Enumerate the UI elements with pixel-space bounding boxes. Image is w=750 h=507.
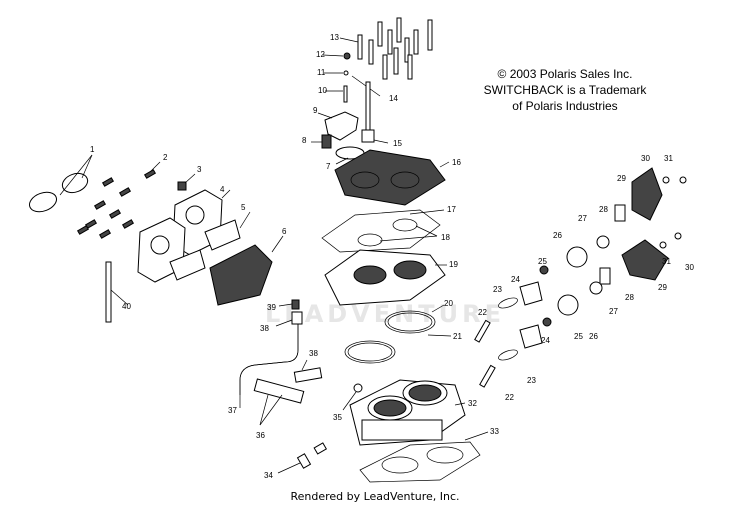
callout-22: 22 — [505, 393, 514, 402]
hose-clamps — [28, 154, 93, 213]
callout-28: 28 — [599, 205, 608, 214]
callout-33: 33 — [490, 427, 499, 436]
small-fasteners — [322, 52, 381, 103]
callout-25: 25 — [538, 257, 547, 266]
callout-2: 2 — [163, 153, 168, 162]
copyright-line-2: SWITCHBACK is a Trademark — [483, 83, 647, 97]
callout-4: 4 — [220, 185, 225, 194]
intake-bolts — [76, 161, 161, 239]
callout-11: 11 — [317, 68, 326, 77]
cylinder-o-rings — [344, 304, 452, 364]
exhaust-valve-assembly — [474, 167, 687, 388]
watermark: LEADVENTURE — [265, 300, 505, 328]
head-bolts — [339, 17, 433, 80]
callout-34: 34 — [264, 471, 273, 480]
copyright-line-3: of Polaris Industries — [512, 99, 618, 113]
callout-32: 32 — [468, 399, 477, 408]
callout-16: 16 — [452, 158, 461, 167]
callout-21: 21 — [453, 332, 462, 341]
callout-38: 38 — [309, 349, 318, 358]
callout-22: 22 — [478, 308, 487, 317]
callout-30: 30 — [641, 154, 650, 163]
support-rod — [105, 261, 129, 323]
callout-29: 29 — [658, 283, 667, 292]
coolant-hoses — [239, 299, 363, 426]
callout-29: 29 — [617, 174, 626, 183]
callout-19: 19 — [449, 260, 458, 269]
callout-31: 31 — [664, 154, 673, 163]
callout-39: 39 — [267, 303, 276, 312]
callout-13: 13 — [330, 33, 339, 42]
cylinder-head-cover — [334, 149, 450, 206]
callout-1: 1 — [90, 145, 95, 154]
callout-3: 3 — [197, 165, 202, 174]
callout-9: 9 — [313, 106, 318, 115]
callout-25: 25 — [574, 332, 583, 341]
callout-20: 20 — [444, 299, 453, 308]
callout-35: 35 — [333, 413, 342, 422]
callout-6: 6 — [282, 227, 287, 236]
callout-24: 24 — [541, 336, 550, 345]
temp-sensor-and-fittings — [311, 81, 389, 165]
cylinder-block — [349, 379, 466, 446]
callout-15: 15 — [393, 139, 402, 148]
callout-23: 23 — [527, 376, 536, 385]
head-gaskets — [321, 209, 445, 253]
callout-8: 8 — [302, 136, 307, 145]
callout-37: 37 — [228, 406, 237, 415]
callout-7: 7 — [326, 162, 331, 171]
callout-40: 40 — [122, 302, 131, 311]
callout-26: 26 — [553, 231, 562, 240]
callout-24: 24 — [511, 275, 520, 284]
intake-adapters — [137, 173, 284, 306]
callout-38: 38 — [260, 324, 269, 333]
callout-18: 18 — [441, 233, 450, 242]
copyright-line-1: © 2003 Polaris Sales Inc. — [497, 67, 633, 81]
callout-26: 26 — [589, 332, 598, 341]
callout-17: 17 — [447, 205, 456, 214]
base-gasket — [359, 431, 489, 483]
callout-14: 14 — [389, 94, 398, 103]
callout-10: 10 — [318, 86, 327, 95]
callout-31: 31 — [662, 257, 671, 266]
copyright-notice: © 2003 Polaris Sales Inc. SWITCHBACK is … — [470, 66, 660, 114]
footer-credit: Rendered by LeadVenture, Inc. — [290, 490, 460, 503]
callout-27: 27 — [578, 214, 587, 223]
temperature-fitting — [277, 442, 328, 474]
callout-28: 28 — [625, 293, 634, 302]
callout-27: 27 — [609, 307, 618, 316]
callout-numbers: 1234567891011121314151617181920212222232… — [90, 33, 694, 480]
callout-30: 30 — [685, 263, 694, 272]
cylinder-head — [324, 249, 447, 306]
callout-36: 36 — [256, 431, 265, 440]
callout-5: 5 — [241, 203, 246, 212]
callout-12: 12 — [316, 50, 325, 59]
callout-23: 23 — [493, 285, 502, 294]
